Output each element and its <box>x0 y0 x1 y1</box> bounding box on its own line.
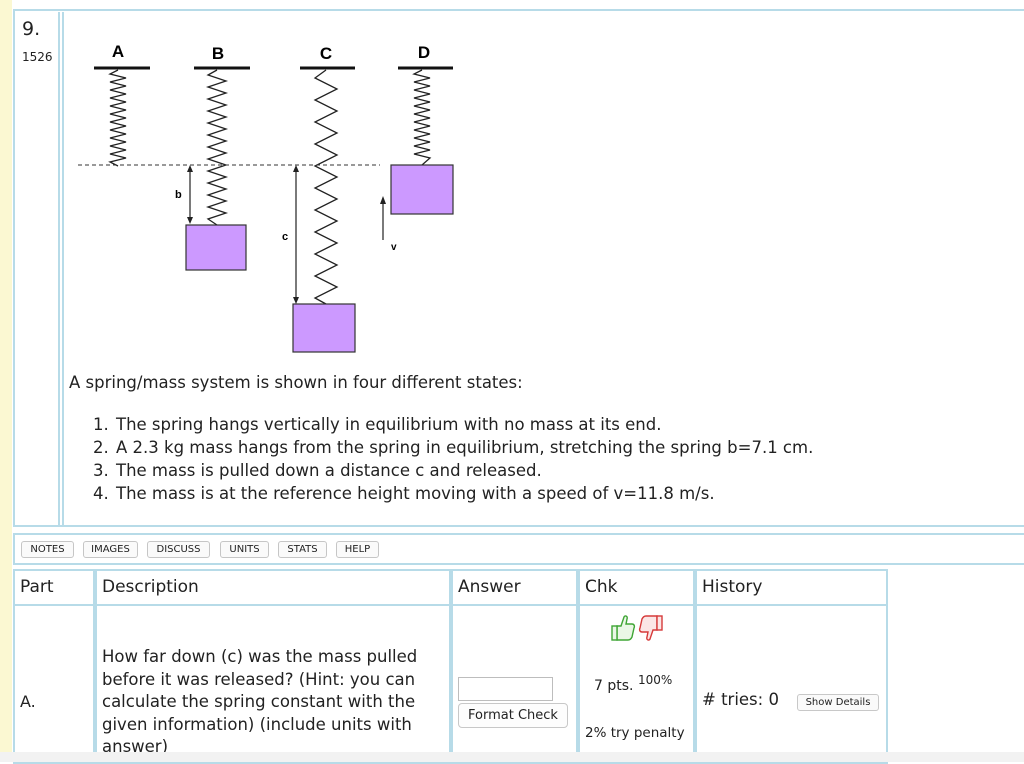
c-arrowhead-top <box>293 165 299 172</box>
c-label: c <box>282 231 288 243</box>
left-margin-strip <box>0 0 12 762</box>
mass-c <box>292 303 356 353</box>
row-cell-chk <box>578 604 695 764</box>
try-penalty: 2% try penalty <box>585 725 685 741</box>
problem-number-cell <box>16 12 60 526</box>
problem-intro-text: A spring/mass system is shown in four di… <box>69 373 523 392</box>
problem-box <box>13 9 1024 527</box>
header-cell-part <box>13 569 95 606</box>
column-header-part: Part <box>20 577 54 597</box>
answer-input[interactable] <box>458 677 553 701</box>
show-details-button[interactable]: Show Details <box>797 694 879 711</box>
spring-b <box>205 69 229 226</box>
v-label: v <box>391 242 397 253</box>
state-label-c: C <box>320 44 332 63</box>
spring-c <box>313 69 339 305</box>
b-arrowhead-top <box>187 165 193 172</box>
part-description: How far down (c) was the mass pulled bef… <box>102 647 418 757</box>
problem-id: 1526 <box>22 50 53 64</box>
column-header-answer: Answer <box>458 577 521 597</box>
row-cell-description <box>95 604 451 764</box>
b-label: b <box>175 189 182 201</box>
thumbs-up-icon[interactable] <box>610 613 636 643</box>
problem-content-cell <box>62 12 1024 526</box>
problem-number: 9. <box>22 18 41 40</box>
c-arrowhead-bottom <box>293 297 299 304</box>
help-button[interactable]: HELP <box>336 541 379 558</box>
column-header-chk: Chk <box>585 577 618 597</box>
format-check-button[interactable]: Format Check <box>458 703 568 728</box>
mass-b <box>185 224 247 271</box>
images-button[interactable]: IMAGES <box>83 541 138 558</box>
part-label: A. <box>20 692 36 711</box>
mass-d <box>390 164 454 215</box>
header-cell-chk <box>578 569 695 606</box>
notes-button[interactable]: NOTES <box>21 541 74 558</box>
tries-count: # tries: 0 <box>702 690 779 709</box>
v-arrowhead <box>380 196 386 204</box>
points-value: 7 pts. <box>594 678 634 694</box>
bottom-scroll-strip <box>0 752 1024 762</box>
state-item: The mass is at the reference height movi… <box>114 482 813 505</box>
spring-d <box>412 69 432 166</box>
units-button[interactable]: UNITS <box>220 541 269 558</box>
stats-button[interactable]: STATS <box>278 541 327 558</box>
state-item: The mass is pulled down a distance c and… <box>114 459 813 482</box>
state-item: A 2.3 kg mass hangs from the spring in e… <box>114 436 813 459</box>
state-item: The spring hangs vertically in equilibri… <box>114 413 813 436</box>
spring-mass-diagram: A B C D b c v <box>78 42 454 353</box>
column-header-description: Description <box>102 577 199 597</box>
row-cell-history <box>695 604 888 764</box>
problem-toolbar <box>13 533 1024 565</box>
thumbs-down-icon[interactable] <box>638 613 664 643</box>
state-label-a: A <box>112 42 124 61</box>
row-cell-part <box>13 604 95 764</box>
discuss-button[interactable]: DISCUSS <box>147 541 210 558</box>
spring-a <box>108 69 127 167</box>
state-label-b: B <box>212 44 224 63</box>
points-percent: 100% <box>638 673 673 687</box>
column-header-history: History <box>702 577 763 597</box>
states-list: The spring hangs vertically in equilibri… <box>70 413 813 505</box>
b-arrowhead-bottom <box>187 217 193 224</box>
header-cell-history <box>695 569 888 606</box>
state-label-d: D <box>418 43 430 62</box>
